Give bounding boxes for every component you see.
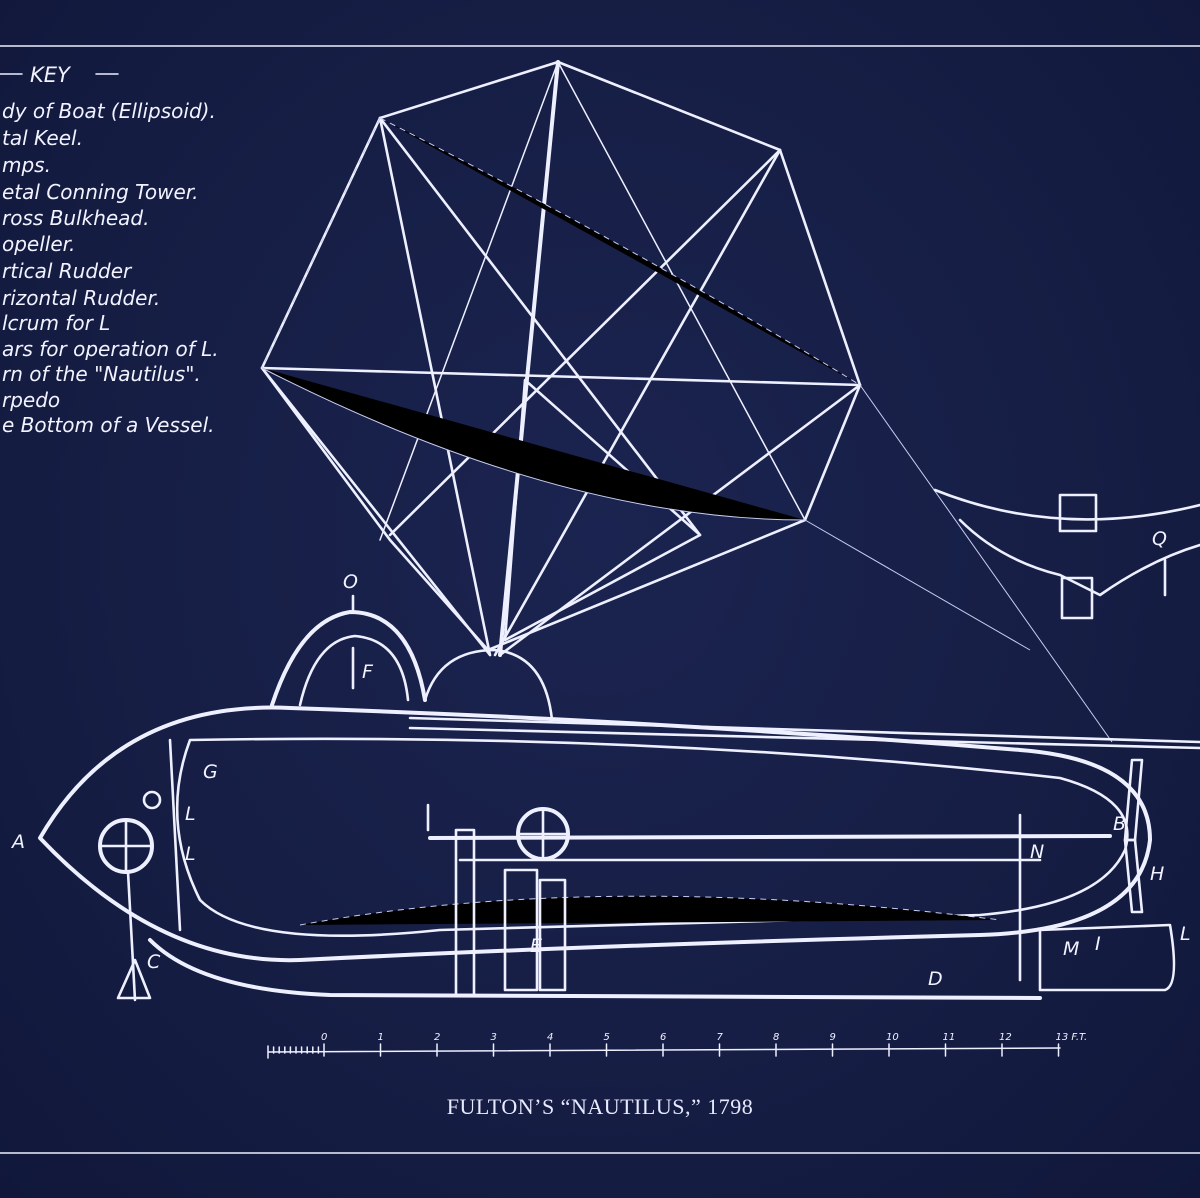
- porthole: [142, 790, 162, 810]
- label-i: I: [1095, 933, 1101, 955]
- vessel-bottom-detail: [933, 488, 1200, 620]
- scale-tick-label: 5: [604, 1032, 610, 1043]
- scale-tick-label: 7: [717, 1032, 724, 1043]
- key-item: rpedo: [2, 388, 60, 412]
- key-item: rn of the "Nautilus".: [2, 362, 201, 386]
- deck-rail: [408, 716, 1200, 750]
- scale-tick-label: 2: [434, 1032, 440, 1043]
- horizontal-rudder: [1038, 923, 1176, 992]
- label-f: F: [362, 661, 374, 683]
- label-b: B: [1113, 813, 1126, 835]
- propeller-assembly: [1038, 758, 1176, 992]
- label-o: O: [343, 571, 358, 593]
- machinery: [426, 803, 1112, 997]
- label-a: A: [10, 831, 25, 853]
- sail-rigging: [379, 61, 559, 541]
- label-q: Q: [1152, 528, 1167, 550]
- mast-housing: [423, 648, 554, 722]
- metal-keel: [148, 938, 1042, 1000]
- key-item: dy of Boat (Ellipsoid).: [2, 99, 216, 123]
- scale-tick-label: 11: [943, 1032, 956, 1043]
- key-list: dy of Boat (Ellipsoid). tal Keel. mps. e…: [2, 99, 219, 437]
- label-l-lower: L: [185, 843, 196, 865]
- tower-dome: [270, 610, 427, 707]
- sail-curve: [261, 367, 806, 521]
- sail-sheet-line: [804, 519, 1031, 651]
- label-n: N: [1030, 841, 1044, 863]
- diagram-letters: A C D E F G H I L L L M N O Q B: [10, 528, 1191, 990]
- drawing-caption: FULTON’S “NAUTILUS,” 1798: [446, 1094, 754, 1119]
- sail-curve: [379, 117, 861, 386]
- anchor-line: [126, 870, 137, 1002]
- scale-line: [267, 1047, 1061, 1053]
- label-e: E: [530, 935, 542, 957]
- sail-spar: [388, 148, 782, 537]
- sail-spar: [378, 116, 702, 537]
- key-item: ross Bulkhead.: [2, 206, 149, 230]
- label-h: H: [1150, 863, 1164, 885]
- sail-rigging: [261, 117, 381, 369]
- torpedo-box: [1058, 493, 1098, 533]
- key-item: mps.: [2, 153, 51, 177]
- key-heading: KEY: [30, 63, 72, 87]
- tower-inner: [298, 634, 410, 707]
- propeller-blade: [1123, 838, 1144, 914]
- scale-tick-label: 6: [660, 1032, 666, 1043]
- hull-outline: [38, 705, 1152, 963]
- sail-mast: [498, 60, 560, 657]
- water-line: [299, 895, 1001, 926]
- sail-frame: [503, 378, 702, 642]
- vessel-curve: [933, 488, 1200, 521]
- scale-tick-label: 4: [547, 1032, 553, 1043]
- pump-cylinder: [503, 868, 539, 992]
- scale-tick-label: 13 F.T.: [1056, 1032, 1088, 1043]
- key-item: opeller.: [2, 232, 75, 256]
- scale-tick-label: 9: [830, 1032, 836, 1043]
- label-m: M: [1063, 938, 1079, 960]
- hull: [38, 705, 1152, 1000]
- sail-rib: [260, 366, 492, 657]
- vessel-curve: [958, 518, 1200, 597]
- label-d: D: [928, 968, 943, 990]
- sail-rib: [378, 116, 492, 657]
- sail-spar: [260, 366, 862, 387]
- key-item: etal Conning Tower.: [2, 180, 199, 204]
- key-item: tal Keel.: [2, 126, 83, 150]
- anchor: [116, 958, 152, 1000]
- scale-tick-label: 0: [321, 1032, 327, 1043]
- label-g: G: [203, 761, 218, 783]
- key-item: rtical Rudder: [2, 259, 133, 283]
- propeller-shaft: [428, 834, 1112, 840]
- scale-tick-label: 3: [491, 1032, 497, 1043]
- pump-column: [454, 828, 476, 997]
- scale-tick-label: 12: [999, 1032, 1012, 1043]
- key-item: rizontal Rudder.: [2, 286, 160, 310]
- bow-wheel: [98, 790, 162, 1002]
- sail-sheet-line: [859, 384, 1113, 743]
- conning-tower: [270, 594, 554, 722]
- key-item: lcrum for L: [2, 311, 110, 335]
- scale-tick-label: 10: [886, 1032, 899, 1043]
- sail: [260, 60, 1113, 743]
- label-l: L: [1180, 923, 1191, 945]
- bow-bulkhead: [168, 738, 182, 932]
- sail-rib: [493, 148, 782, 657]
- scale-tick-marks: [272, 1043, 1060, 1057]
- pump-cylinder: [538, 878, 567, 992]
- scale-tick-label: 8: [773, 1032, 779, 1043]
- key-item: e Bottom of a Vessel.: [2, 413, 215, 437]
- label-c: C: [147, 951, 161, 973]
- sail-rigging: [557, 61, 806, 521]
- scale-tick-label: 1: [378, 1032, 384, 1043]
- torpedo-mount: [1060, 576, 1094, 620]
- key-item: ars for operation of L.: [2, 337, 219, 361]
- label-l-upper: L: [185, 803, 196, 825]
- inner-bulkhead: [175, 737, 1129, 937]
